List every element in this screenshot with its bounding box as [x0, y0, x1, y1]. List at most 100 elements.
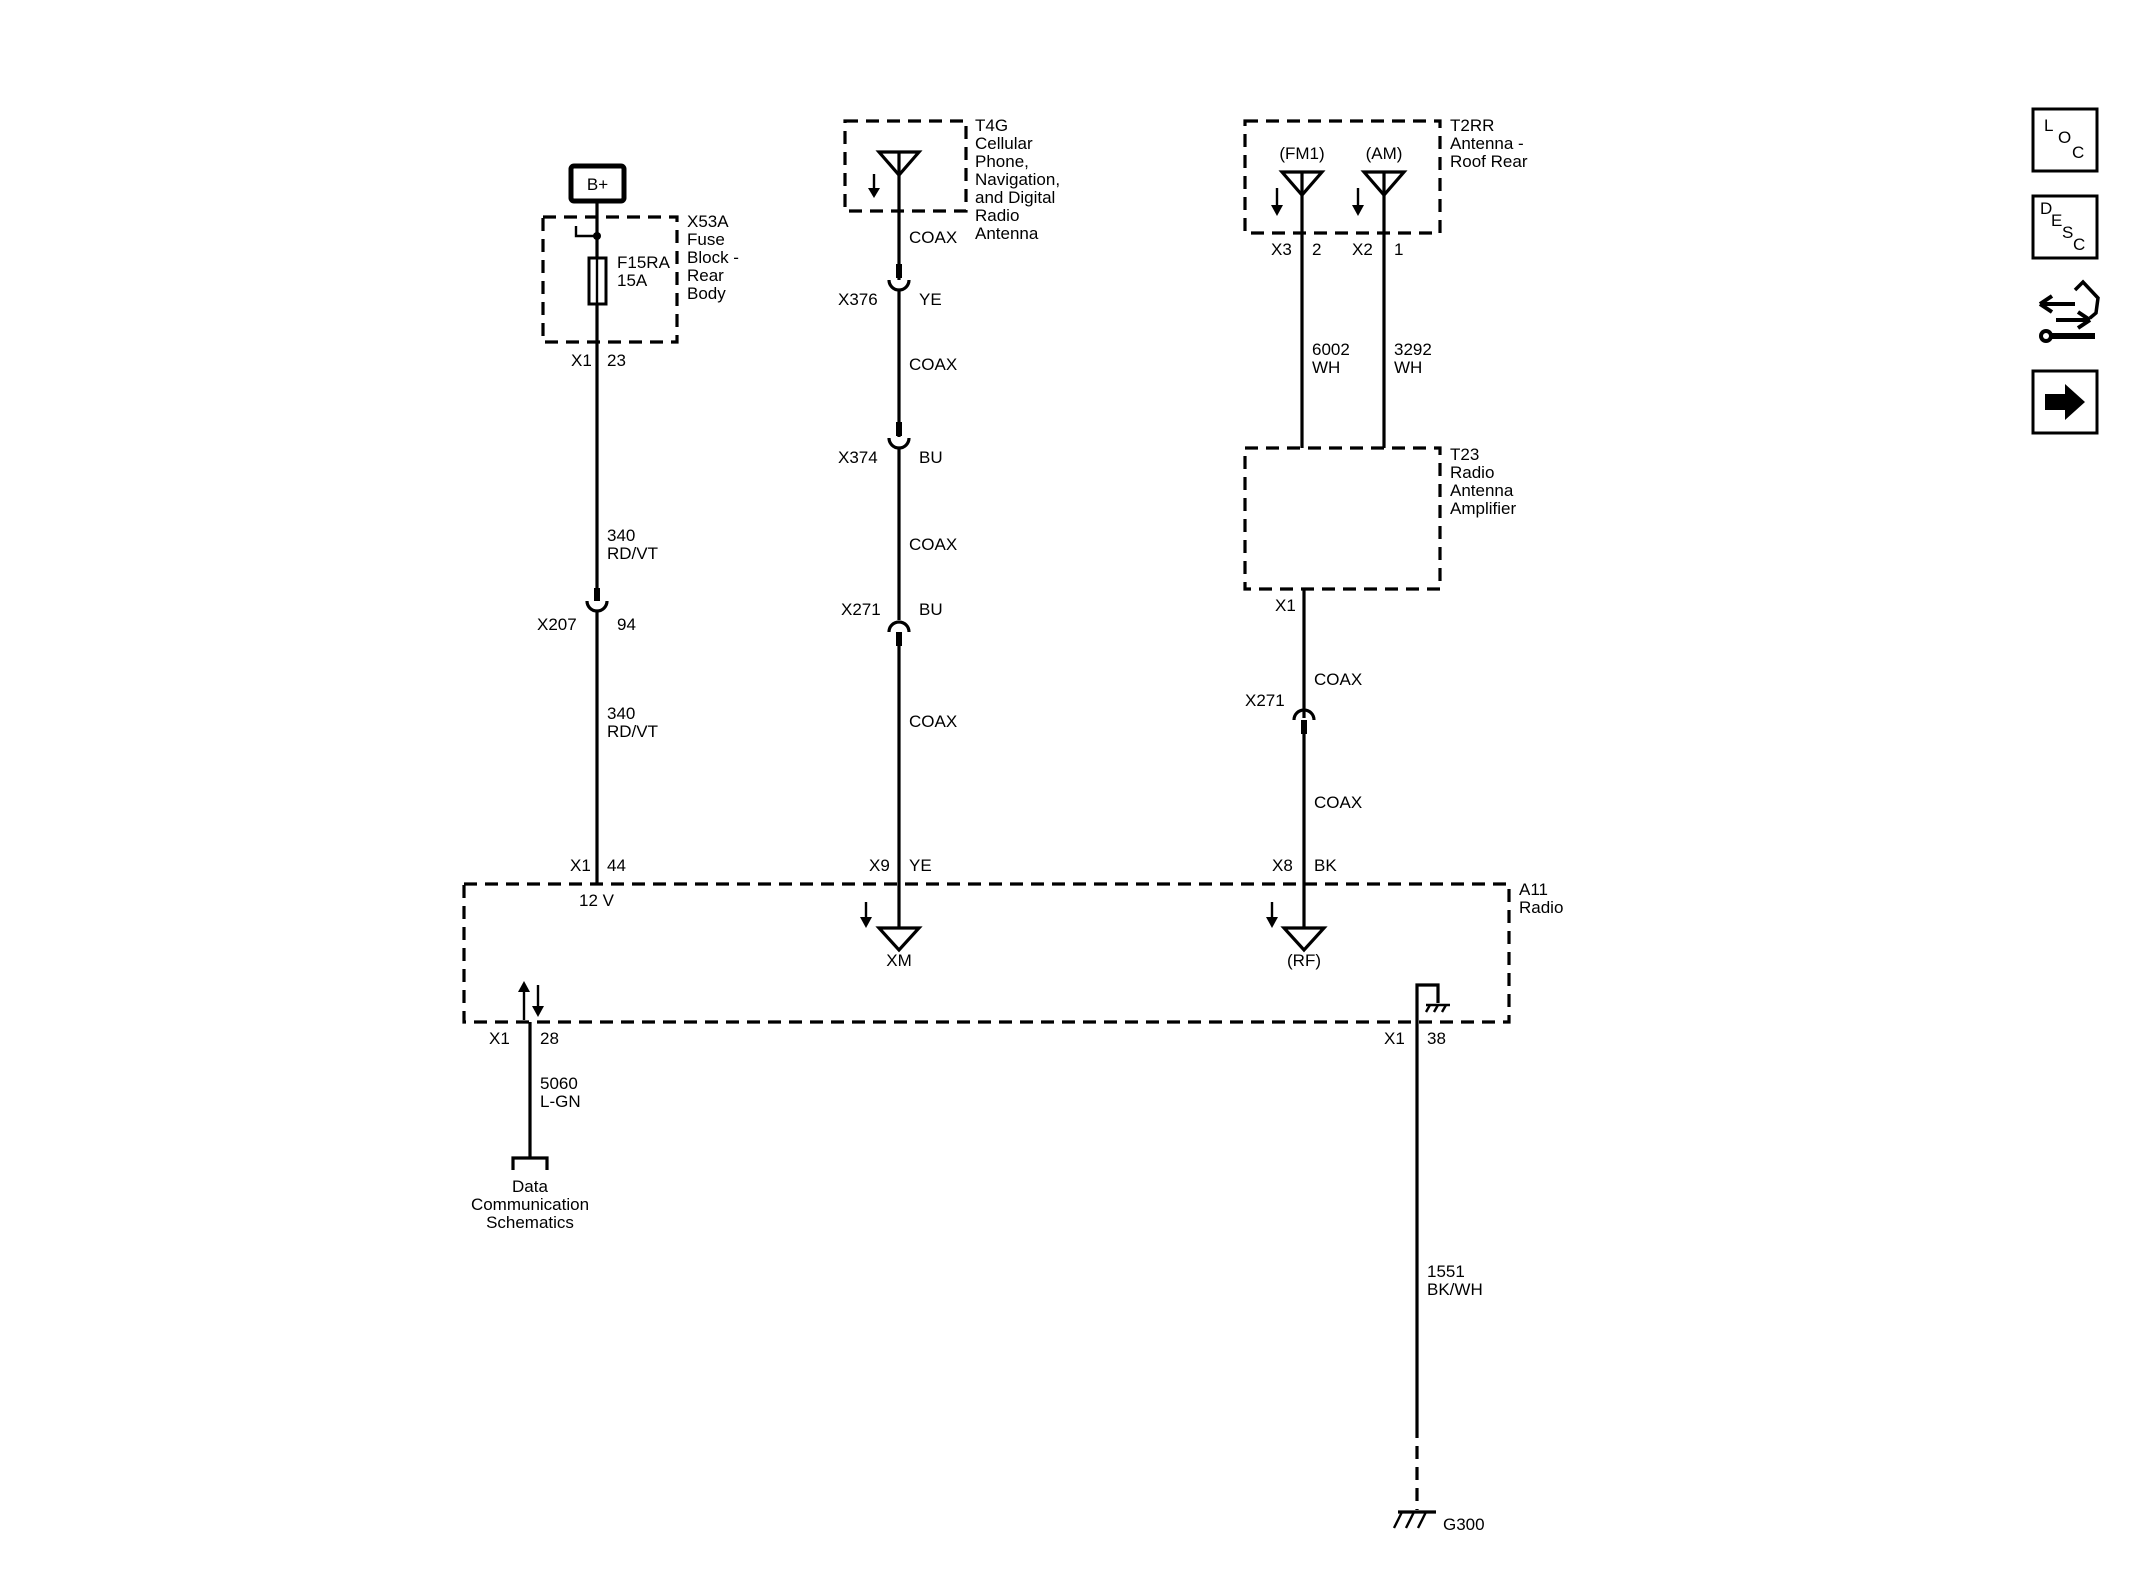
am-lead-color: WH — [1394, 358, 1422, 377]
fuse-block-name-3: Rear — [687, 266, 724, 285]
x376-color: YE — [919, 290, 942, 309]
radio-ground-pin: 38 — [1427, 1029, 1446, 1048]
x374-ref: X374 — [838, 448, 878, 467]
cellular-antenna-name-5: Radio — [975, 206, 1019, 225]
inline-connector-x271-xm — [887, 620, 911, 646]
fuse-block-pin: 23 — [607, 351, 626, 370]
fuse-block-outline — [541, 215, 679, 344]
fm-connector: X3 — [1271, 240, 1292, 259]
fuse-id: F15RA — [617, 253, 671, 272]
radio-outline — [462, 882, 1511, 1024]
roof-antenna-outline — [1243, 119, 1442, 235]
data-color: L-GN — [540, 1092, 581, 1111]
fuse-block-name-4: Body — [687, 284, 726, 303]
roof-antenna-ref: T2RR — [1450, 116, 1494, 135]
ground-point-ref: G300 — [1443, 1515, 1485, 1534]
radio-data-connector: X1 — [489, 1029, 510, 1048]
x374-color: BU — [919, 448, 943, 467]
data-link-line-3[interactable]: Schematics — [486, 1213, 574, 1232]
radio-power-connector: X1 — [570, 856, 591, 875]
xm-coax-label-2: COAX — [909, 355, 957, 374]
amplifier-t23-outline — [1243, 446, 1442, 591]
radio-xm-color: YE — [909, 856, 932, 875]
fuse-block-ref: X53A — [687, 212, 729, 231]
amplifier-connector: X1 — [1275, 596, 1296, 615]
fm-label: (FM1) — [1279, 144, 1324, 163]
internal-ground-path — [1415, 983, 1440, 1022]
fuse-block-name-2: Block - — [687, 248, 739, 267]
radio-rf-label: (RF) — [1287, 951, 1321, 970]
radio-ground-connector: X1 — [1384, 1029, 1405, 1048]
rf-coax-label-2: COAX — [1314, 793, 1362, 812]
radio-data-pin: 28 — [540, 1029, 559, 1048]
amplifier-name-3: Amplifier — [1450, 499, 1516, 518]
desc-letter-e: E — [2051, 211, 2062, 230]
fuse-block-x53a: X53A Fuse Block - Rear Body F15RA 15A — [541, 212, 739, 344]
inline-connector-x374 — [887, 422, 911, 450]
roof-antenna-name-1: Antenna - — [1450, 134, 1524, 153]
connector-wrench-icon[interactable] — [2038, 279, 2100, 343]
loc-letter-c: C — [2072, 143, 2084, 162]
power-upper-color: RD/VT — [607, 544, 658, 563]
ground-circuit: 1551 — [1427, 1262, 1465, 1281]
rf-coax-label-1: COAX — [1314, 670, 1362, 689]
inline-connector-x207 — [585, 588, 609, 613]
x207-ref: X207 — [537, 615, 577, 634]
x271-xm-color: BU — [919, 600, 943, 619]
am-pin: 1 — [1394, 240, 1403, 259]
radio-rf-connector: X8 — [1272, 856, 1293, 875]
loc-letter-o: O — [2058, 128, 2071, 147]
data-link-line-2[interactable]: Communication — [471, 1195, 589, 1214]
fuse-rating: 15A — [617, 271, 648, 290]
amplifier-ref: T23 — [1450, 445, 1479, 464]
bus-splice-dot — [593, 232, 601, 240]
arrow-right-icon — [2045, 384, 2085, 420]
power-lower-circuit: 340 — [607, 704, 635, 723]
next-button[interactable] — [2031, 369, 2099, 435]
rf-antenna-icon — [1280, 926, 1328, 953]
radio-name: Radio — [1519, 898, 1563, 917]
x376-ref: X376 — [838, 290, 878, 309]
fm-pin: 2 — [1312, 240, 1321, 259]
xm-coax-label-1: COAX — [909, 228, 957, 247]
fm-lead-circuit: 6002 — [1312, 340, 1350, 359]
desc-letter-c: C — [2073, 235, 2085, 254]
radio-rf-color: BK — [1314, 856, 1337, 875]
cellular-antenna-t4g — [843, 119, 968, 213]
battery-symbol: B+ — [568, 163, 627, 204]
x207-pin: 94 — [617, 615, 636, 634]
cellular-antenna-ref: T4G — [975, 116, 1008, 135]
loc-letter-l: L — [2044, 116, 2053, 135]
am-connector: X2 — [1352, 240, 1373, 259]
cellular-antenna-name-3: Navigation, — [975, 170, 1060, 189]
battery-label: B+ — [587, 175, 608, 194]
ground-g300-icon — [1392, 1510, 1436, 1529]
radio-power-voltage: 12 V — [579, 891, 615, 910]
loc-button[interactable]: L O C — [2031, 107, 2099, 173]
amplifier-name-1: Radio — [1450, 463, 1494, 482]
radio-ref: A11 — [1519, 880, 1548, 899]
cellular-antenna-name-6: Antenna — [975, 224, 1039, 243]
radio-xm-label: XM — [886, 951, 912, 970]
radio-power-pin: 44 — [607, 856, 626, 875]
cellular-antenna-name-1: Cellular — [975, 134, 1033, 153]
desc-letter-s: S — [2062, 223, 2073, 242]
fuse-block-connector: X1 — [571, 351, 592, 370]
desc-letter-d: D — [2040, 199, 2052, 218]
radio-xm-connector: X9 — [869, 856, 890, 875]
inline-connector-x376 — [887, 264, 911, 292]
data-link-line-1[interactable]: Data — [512, 1177, 548, 1196]
power-upper-circuit: 340 — [607, 526, 635, 545]
ground-color: BK/WH — [1427, 1280, 1483, 1299]
roof-antenna-name-2: Roof Rear — [1450, 152, 1528, 171]
cellular-antenna-name-2: Phone, — [975, 152, 1029, 171]
am-label: (AM) — [1366, 144, 1403, 163]
cellular-antenna-name-4: and Digital — [975, 188, 1055, 207]
data-link-bracket-icon[interactable] — [511, 1156, 549, 1170]
desc-button[interactable]: D E S C — [2031, 194, 2099, 260]
xm-coax-label-3: COAX — [909, 535, 957, 554]
fuse-block-name-1: Fuse — [687, 230, 725, 249]
inline-connector-x271-rf — [1292, 708, 1316, 734]
x271-rf-ref: X271 — [1245, 691, 1285, 710]
